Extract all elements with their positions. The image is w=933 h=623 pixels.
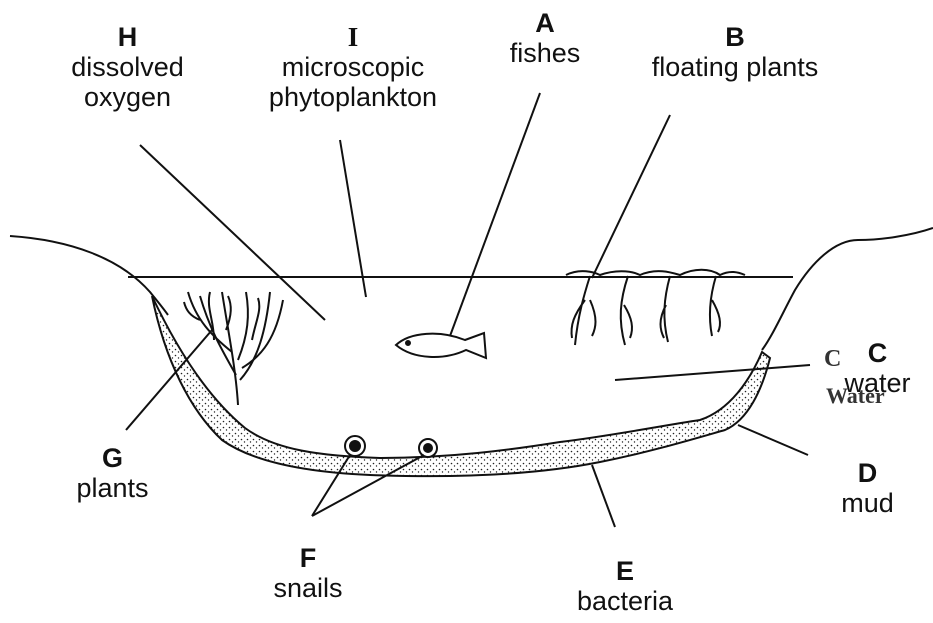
right-bank: [762, 228, 933, 350]
label-I-name-line2: phytoplankton: [248, 82, 458, 112]
label-B-letter: B: [630, 22, 840, 52]
left-bank: [10, 236, 168, 315]
label-F-name: snails: [258, 573, 358, 603]
floating-plants: [566, 270, 745, 345]
fish: [396, 333, 486, 358]
snails: [345, 436, 437, 457]
label-G: G plants: [60, 443, 165, 503]
label-H-letter: H: [50, 22, 205, 52]
label-I: I microscopic phytoplankton: [248, 22, 458, 112]
leader-E: [592, 465, 615, 527]
label-E: E bacteria: [555, 556, 695, 616]
label-G-name: plants: [60, 473, 165, 503]
label-E-letter: E: [555, 556, 695, 586]
label-B-name: floating plants: [630, 52, 840, 82]
label-D-letter: D: [820, 458, 915, 488]
label-H: H dissolved oxygen: [50, 22, 205, 112]
label-I-name-line1: microscopic: [248, 52, 458, 82]
label-B: B floating plants: [630, 22, 840, 82]
label-H-name-line2: oxygen: [50, 82, 205, 112]
label-C-name: water: [830, 368, 925, 398]
label-F: F snails: [258, 543, 358, 603]
leader-C: [615, 365, 810, 380]
label-I-letter: I: [248, 22, 458, 52]
label-H-name-line1: dissolved: [50, 52, 205, 82]
leader-D: [738, 425, 808, 455]
leader-A: [450, 93, 540, 336]
label-C-letter: C: [830, 338, 925, 368]
label-C: C water: [830, 338, 925, 398]
label-A: A fishes: [495, 8, 595, 68]
mud-layer: [152, 296, 770, 476]
label-E-name: bacteria: [555, 586, 695, 616]
label-D: D mud: [820, 458, 915, 518]
label-D-name: mud: [820, 488, 915, 518]
label-F-letter: F: [258, 543, 358, 573]
leader-B: [592, 115, 670, 278]
leader-I: [340, 140, 366, 297]
leader-H: [140, 145, 325, 320]
label-G-letter: G: [60, 443, 165, 473]
label-A-name: fishes: [495, 38, 595, 68]
label-A-letter: A: [495, 8, 595, 38]
